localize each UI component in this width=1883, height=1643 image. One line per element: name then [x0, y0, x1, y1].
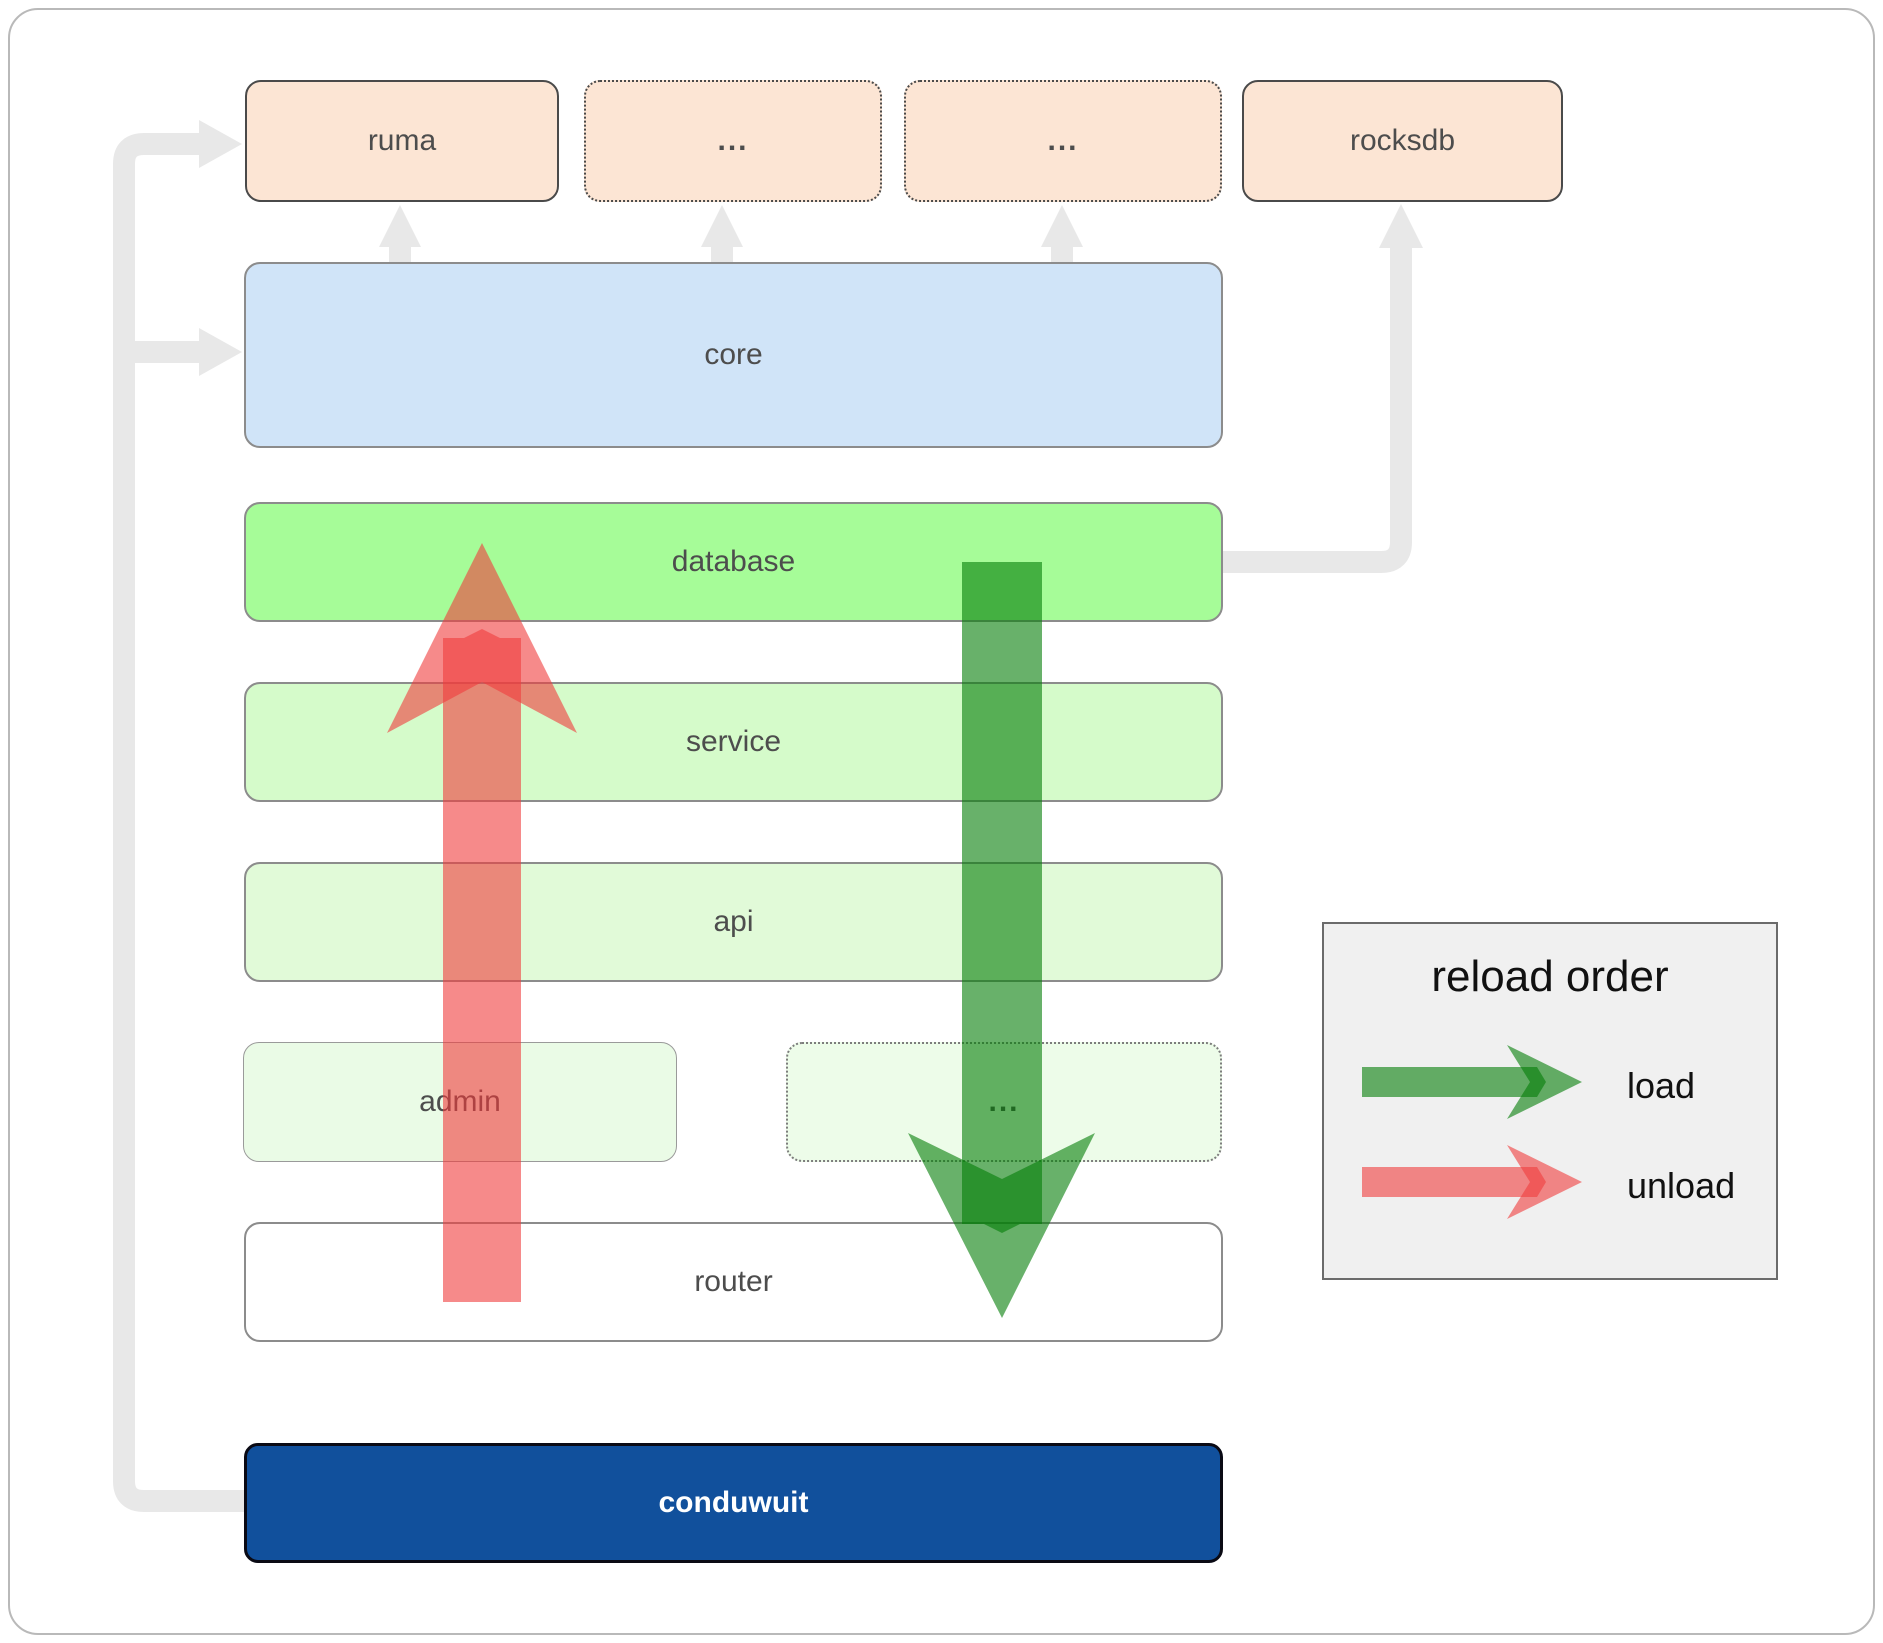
node-database-label: database: [671, 545, 796, 578]
node-deps-more-1-label: ...: [717, 124, 749, 157]
legend-load-label: load: [1627, 1065, 1696, 1106]
node-conduwuit-label: conduwuit: [658, 1486, 809, 1519]
legend-unload-label: unload: [1627, 1165, 1736, 1206]
arrow-core-to-more1-icon: [701, 205, 743, 247]
node-service: service: [244, 682, 1223, 802]
node-router: router: [244, 1222, 1223, 1342]
node-api-label: api: [713, 905, 754, 938]
node-core: core: [244, 262, 1223, 448]
node-service-more-label: ...: [988, 1085, 1020, 1118]
node-conduwuit: conduwuit: [244, 1443, 1223, 1563]
node-admin-label: admin: [419, 1085, 501, 1118]
legend-title: reload order: [1431, 952, 1669, 1001]
node-ruma: ruma: [245, 80, 559, 202]
node-rocksdb-label: rocksdb: [1349, 124, 1456, 157]
conduwuit-loop-line: [113, 133, 1412, 1512]
node-deps-more-1: ...: [584, 80, 882, 202]
node-database: database: [244, 502, 1223, 622]
node-deps-more-2-label: ...: [1047, 124, 1079, 157]
node-rocksdb: rocksdb: [1242, 80, 1563, 202]
arrow-into-rocksdb-icon: [1379, 204, 1423, 248]
node-router-label: router: [694, 1265, 773, 1298]
arrow-into-core-icon: [199, 328, 242, 376]
node-ruma-label: ruma: [367, 124, 437, 157]
node-service-label: service: [685, 725, 782, 758]
node-core-label: core: [704, 338, 763, 371]
node-api: api: [244, 862, 1223, 982]
node-service-more: ...: [786, 1042, 1222, 1162]
arrow-into-ruma-icon: [199, 120, 242, 168]
connector-arrowheads: [199, 120, 1423, 376]
arrow-core-to-more2-icon: [1041, 205, 1083, 247]
node-deps-more-2: ...: [904, 80, 1222, 202]
node-admin: admin: [243, 1042, 677, 1162]
arrow-core-to-ruma-icon: [379, 205, 421, 247]
legend: reload order load unload: [1322, 922, 1778, 1280]
